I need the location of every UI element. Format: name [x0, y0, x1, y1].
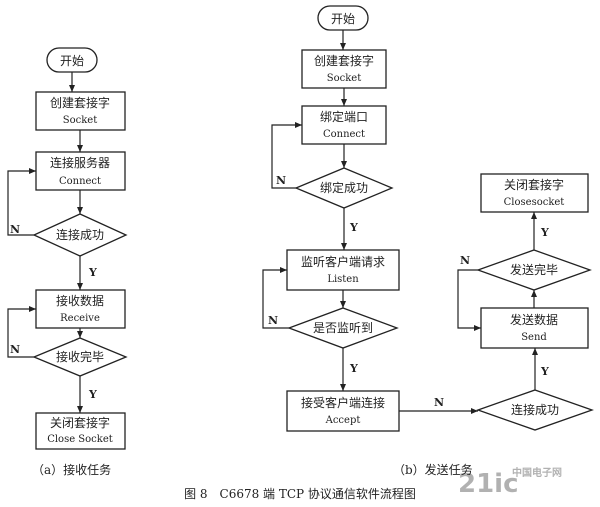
- right-no-connect: N: [434, 396, 444, 409]
- left-connect-ok-label: 连接成功: [56, 227, 104, 242]
- right-bind-label: 绑定端口: [320, 109, 368, 124]
- right-no-bind: N: [276, 174, 286, 187]
- left-close-socket-sub: Close Socket: [47, 434, 113, 445]
- send-task-flowchart: 开始 创建套接字 Socket 绑定端口 Connect 绑定成功 监听客户端请…: [262, 5, 594, 477]
- right-connect-ok-decision: [476, 389, 594, 431]
- left-yes-1: Y: [88, 266, 97, 279]
- right-create-socket-sub: Socket: [327, 73, 361, 84]
- right-start-label: 开始: [331, 12, 355, 26]
- right-listened-label: 是否监听到: [313, 321, 373, 335]
- left-yes-2: Y: [88, 388, 97, 401]
- left-receive-sub: Receive: [60, 313, 100, 324]
- right-connect-ok-label: 连接成功: [511, 402, 559, 417]
- left-connect-sub: Connect: [59, 176, 101, 187]
- right-yes-send-done: Y: [540, 226, 549, 239]
- left-no-2: N: [10, 343, 20, 356]
- left-close-socket-box: [35, 412, 126, 450]
- right-no-loop-bind: [271, 122, 302, 189]
- left-connect-label: 连接服务器: [50, 155, 110, 170]
- left-create-socket-sub: Socket: [63, 115, 97, 126]
- left-create-socket-label: 创建套接字: [50, 95, 110, 110]
- right-close-socket-label: 关闭套接字: [504, 177, 564, 192]
- right-yes-connect: Y: [540, 365, 549, 378]
- right-no-loop-listen: [262, 267, 289, 329]
- left-start-label: 开始: [60, 54, 84, 68]
- left-receive-done-label: 接收完毕: [56, 349, 104, 364]
- right-caption: （b）发送任务: [393, 462, 473, 477]
- right-no-loop-send: [457, 269, 481, 331]
- right-yes-listen: Y: [349, 362, 358, 375]
- watermark-main: 21ic: [458, 469, 519, 499]
- right-accept-label: 接受客户端连接: [301, 395, 385, 410]
- left-receive-label: 接收数据: [56, 293, 104, 308]
- right-no-listen: N: [268, 314, 278, 327]
- right-bind-ok-label: 绑定成功: [320, 180, 368, 195]
- watermark-sub: 中国电子网: [512, 466, 562, 479]
- right-listen-label: 监听客户端请求: [301, 254, 385, 269]
- left-no-loop-receive: [7, 306, 36, 358]
- right-send-label: 发送数据: [510, 312, 558, 327]
- right-accept-box: [286, 390, 400, 432]
- right-send-box: [480, 307, 589, 349]
- left-caption: （a）接收任务: [32, 462, 111, 477]
- right-bind-sub: Connect: [323, 129, 365, 140]
- left-no-1: N: [10, 223, 20, 236]
- watermark-logo: 21ic 中国电子网: [458, 466, 562, 499]
- right-create-socket-label: 创建套接字: [314, 53, 374, 68]
- figure-caption: 图 8 C6678 端 TCP 协议通信软件流程图: [184, 486, 416, 501]
- right-close-socket-sub: Closesocket: [504, 197, 565, 208]
- right-send-done-label: 发送完毕: [510, 262, 558, 277]
- right-close-socket-box: [480, 173, 589, 213]
- receive-task-flowchart: 开始 创建套接字 Socket 连接服务器 Connect 连接成功 接收数据 …: [7, 47, 128, 477]
- left-create-socket-box: [35, 91, 126, 131]
- right-listen-sub: Listen: [327, 274, 359, 285]
- right-no-send: N: [460, 254, 470, 267]
- right-yes-bind: Y: [349, 221, 358, 234]
- left-no-loop-connect: [7, 168, 36, 236]
- left-close-socket-label: 关闭套接字: [50, 415, 110, 430]
- right-accept-sub: Accept: [325, 415, 361, 426]
- right-send-sub: Send: [521, 332, 547, 343]
